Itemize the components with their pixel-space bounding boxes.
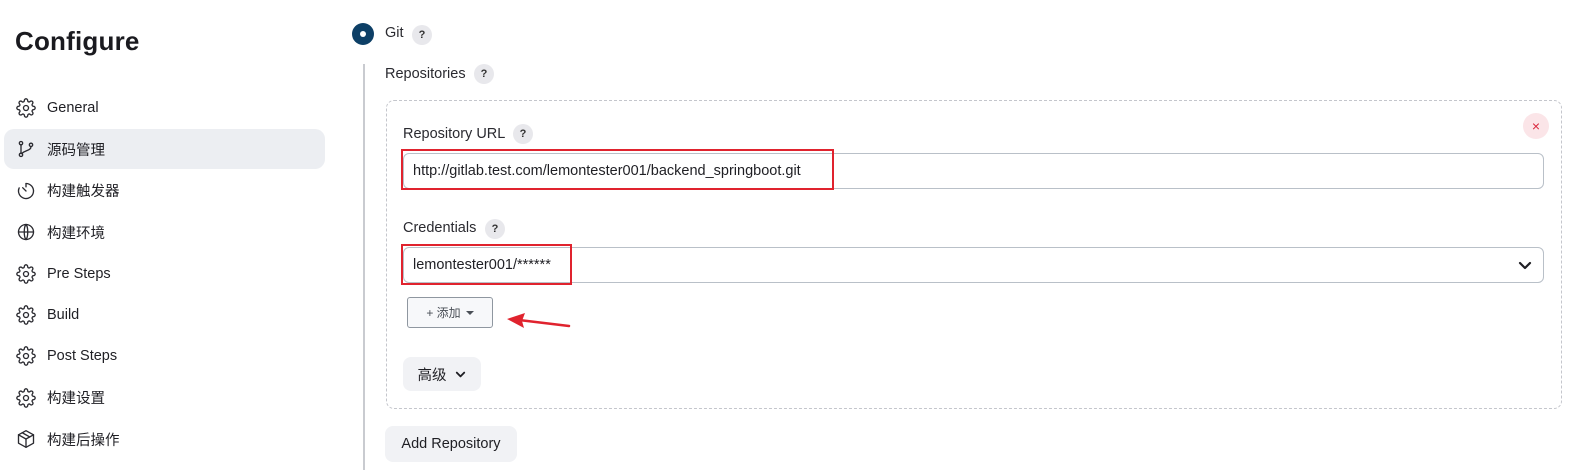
sidebar-item-build-triggers[interactable]: 构建触发器 (4, 171, 325, 211)
repositories-label: Repositories (385, 66, 466, 82)
sidebar-item-label: 构建环境 (47, 225, 105, 242)
credentials-label: Credentials (403, 220, 477, 236)
repository-url-help-icon[interactable]: ? (513, 124, 533, 144)
gear-icon (15, 97, 37, 119)
sidebar-item-build[interactable]: Build (4, 295, 325, 335)
sidebar-item-build-settings[interactable]: 构建设置 (4, 378, 325, 418)
sidebar-item-post-steps[interactable]: Post Steps (4, 336, 325, 376)
sidebar: Configure General 源码管理 构建触发器 构建环境 (0, 0, 340, 470)
sidebar-item-label: Build (47, 306, 80, 323)
repository-panel (386, 100, 1562, 409)
gear-icon (15, 304, 37, 326)
sidebar-item-general[interactable]: General (4, 88, 325, 128)
git-radio-button[interactable] (352, 23, 374, 45)
caret-down-icon (465, 310, 474, 315)
add-credentials-button[interactable]: + 添加 (407, 297, 493, 328)
repository-url-label: Repository URL (403, 126, 506, 142)
gear-icon (15, 263, 37, 285)
sidebar-item-label: 源码管理 (47, 142, 105, 159)
sidebar-item-label: Post Steps (47, 348, 118, 365)
sidebar-item-pre-steps[interactable]: Pre Steps (4, 254, 325, 294)
sidebar-item-label: General (47, 100, 99, 116)
credentials-help-icon[interactable]: ? (485, 219, 505, 239)
sidebar-item-label: 构建设置 (47, 391, 105, 408)
globe-icon (15, 221, 37, 243)
git-radio-label: Git (385, 25, 404, 41)
remove-repository-button[interactable]: × (1523, 113, 1549, 139)
red-arrow-annotation (507, 313, 571, 328)
repositories-help-icon[interactable]: ? (474, 64, 494, 84)
branch-icon (15, 138, 37, 160)
chevron-down-icon (1517, 257, 1533, 273)
credentials-selected-value: lemontester001/****** (413, 257, 551, 273)
sidebar-item-build-environment[interactable]: 构建环境 (4, 212, 325, 252)
sidebar-nav: General 源码管理 构建触发器 构建环境 Pre Steps (4, 88, 325, 461)
sidebar-item-label: 构建后操作 (47, 432, 120, 449)
timer-icon (15, 180, 37, 202)
repository-url-input[interactable] (403, 153, 1544, 189)
git-help-icon[interactable]: ? (412, 25, 432, 45)
sidebar-item-label: Pre Steps (47, 265, 111, 282)
advanced-label: 高级 (417, 367, 447, 384)
section-divider (363, 64, 365, 470)
gear-icon (15, 387, 37, 409)
sidebar-item-scm[interactable]: 源码管理 (4, 129, 325, 170)
package-icon (15, 428, 37, 450)
sidebar-item-post-build-actions[interactable]: 构建后操作 (4, 419, 325, 459)
credentials-select[interactable]: lemontester001/****** (403, 247, 1544, 283)
add-repository-button[interactable]: Add Repository (385, 426, 517, 462)
chevron-down-icon (455, 371, 465, 377)
add-credentials-label: + 添加 (426, 306, 461, 320)
gear-icon (15, 345, 37, 367)
sidebar-item-label: 构建触发器 (47, 184, 120, 201)
advanced-button[interactable]: 高级 (403, 357, 481, 391)
page-title: Configure (15, 26, 140, 56)
